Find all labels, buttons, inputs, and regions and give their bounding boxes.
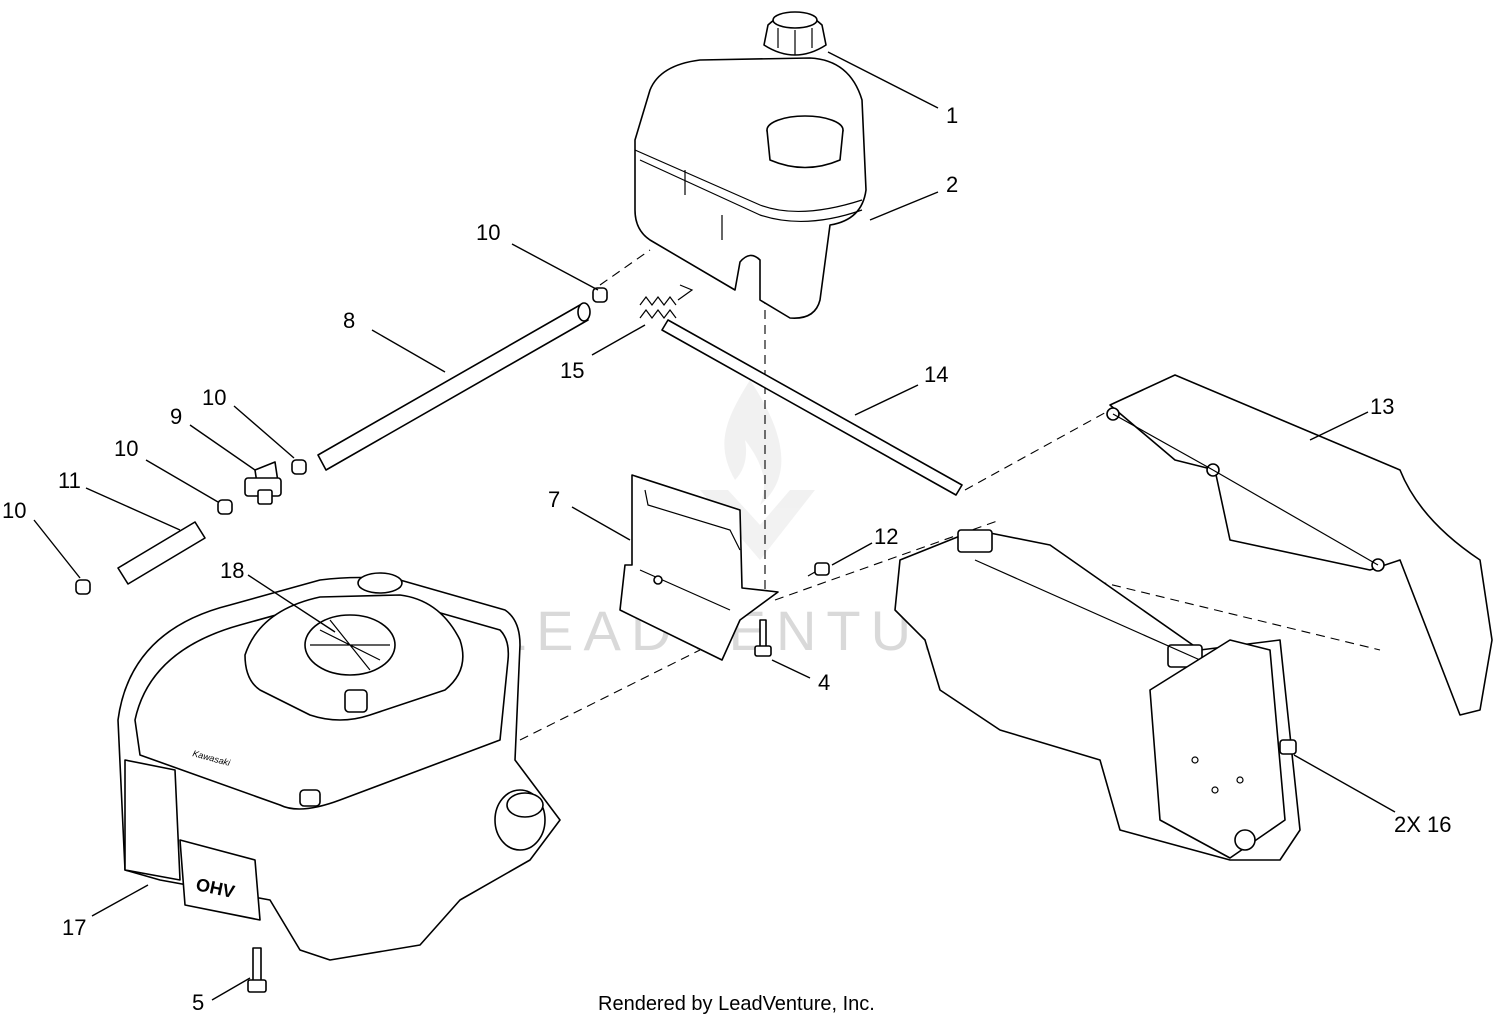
callout-12: 12 xyxy=(874,524,898,549)
callout-4: 4 xyxy=(818,670,830,695)
callout-7: 7 xyxy=(548,487,560,512)
callout-9: 9 xyxy=(170,404,182,429)
bolt-5 xyxy=(247,947,267,993)
footer-credit: Rendered by LeadVenture, Inc. xyxy=(598,993,875,1015)
callout-14: 14 xyxy=(924,362,948,387)
callout-10: 10 xyxy=(202,385,226,410)
callout-15: 15 xyxy=(560,358,584,383)
leader-lines xyxy=(33,51,1396,1001)
callout-11: 11 xyxy=(58,468,81,493)
hose-clamp xyxy=(75,287,608,595)
throttle-rod xyxy=(661,319,963,496)
fuel-cap xyxy=(763,11,827,56)
fuel-tank xyxy=(634,57,867,319)
nut-16 xyxy=(1279,739,1297,755)
callout-10: 10 xyxy=(2,498,26,523)
spring xyxy=(639,284,694,319)
screw-4 xyxy=(754,619,772,657)
callout-1: 1 xyxy=(946,103,958,128)
callout-18: 18 xyxy=(220,558,244,583)
tank-bracket xyxy=(619,474,779,661)
callout-10: 10 xyxy=(114,436,138,461)
mower-frame xyxy=(894,529,1301,861)
fuel-line xyxy=(317,302,591,471)
shutoff-valve xyxy=(244,461,282,505)
callout-17: 17 xyxy=(62,915,86,940)
callout-labels: 1 2 10 8 15 14 10 9 10 11 10 7 12 13 18 … xyxy=(2,103,1452,1015)
callout-13: 13 xyxy=(1370,394,1394,419)
engine-shroud xyxy=(1106,374,1493,716)
callout-16: 2X 16 xyxy=(1394,812,1452,837)
callout-8: 8 xyxy=(343,308,355,333)
engine: OHV Kawasaki xyxy=(117,572,561,961)
callout-5: 5 xyxy=(192,990,204,1015)
bolt-12 xyxy=(807,562,830,577)
short-fuel-hose xyxy=(117,521,206,585)
callout-10: 10 xyxy=(476,220,500,245)
callout-2: 2 xyxy=(946,172,958,197)
